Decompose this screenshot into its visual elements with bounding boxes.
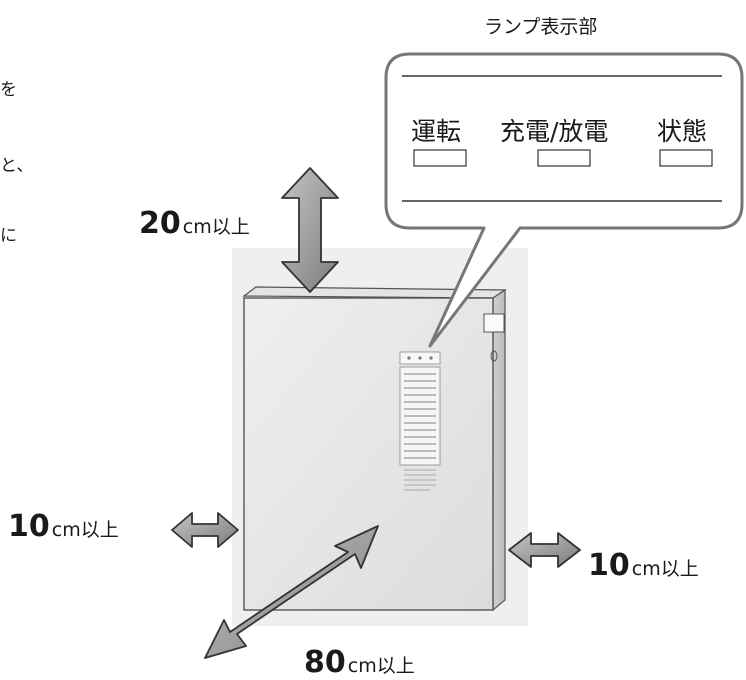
lamp-label-charge-discharge: 充電/放電 [500,117,609,146]
top-clearance-arrow [281,167,339,293]
top-clearance-unit: cm以上 [182,216,250,238]
lamp-label-status: 状態 [657,117,708,146]
lamp-panel-title: ランプ表示部 [484,16,598,38]
top-clearance-value: 20 [139,206,181,241]
lamp-indicator-charge [537,149,591,167]
front-clearance-arrow [204,525,379,659]
battery-unit [242,286,507,612]
left-clearance-arrow [171,512,239,548]
front-clearance-value: 80 [304,645,346,680]
left-clearance-value: 10 [8,509,50,544]
lamp-panel-bubble [384,52,744,348]
front-clearance-unit: cm以上 [347,655,415,677]
right-clearance-label: 10 cm以上 [588,548,699,583]
right-clearance-arrow [508,532,581,568]
lamp-indicator-operation [413,149,467,167]
lamp-indicator-status [659,149,713,167]
right-clearance-value: 10 [588,548,630,583]
left-text-fragment: に [0,226,17,246]
left-clearance-unit: cm以上 [51,519,119,541]
right-clearance-unit: cm以上 [631,558,699,580]
top-clearance-label: 20 cm以上 [139,206,250,241]
front-clearance-label: 80 cm以上 [304,645,415,680]
left-text-fragment: を [0,80,17,100]
lamp-label-operation: 運転 [411,117,462,146]
left-text-fragment: と、 [0,156,34,176]
left-clearance-label: 10 cm以上 [8,509,119,544]
